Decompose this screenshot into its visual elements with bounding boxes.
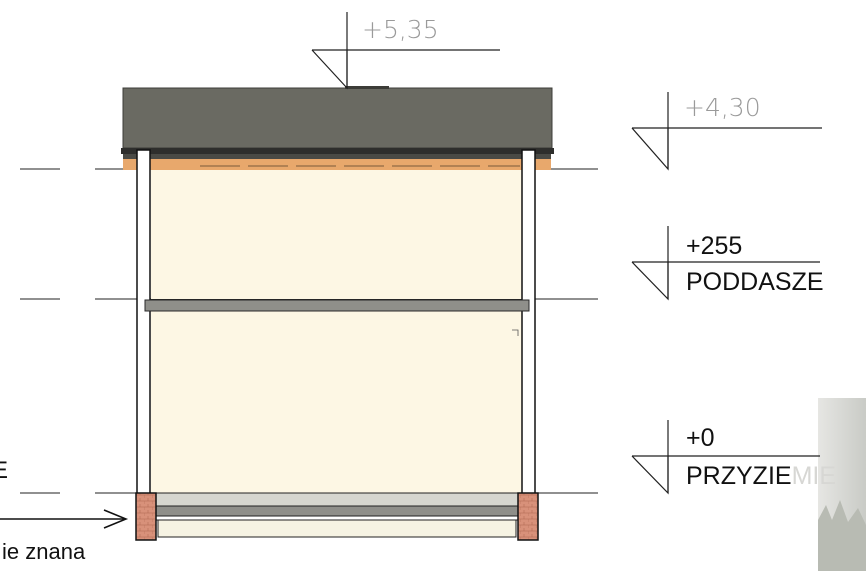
roof-fascia: [121, 148, 554, 154]
floor-base: [157, 519, 517, 538]
left-cut-text: E: [0, 457, 8, 484]
ground-level-marker: [631, 420, 820, 495]
eaves-level-label: +4,30: [684, 93, 761, 122]
ground-floor-interior: [151, 310, 523, 493]
attic-level-marker: [631, 226, 820, 301]
eaves-level-marker: [631, 92, 822, 171]
wall-right: [521, 149, 536, 496]
foundation-arrow: [0, 509, 129, 529]
upper-floor-interior: [151, 168, 523, 299]
attic-level-value: +255: [686, 232, 742, 260]
background-photo-trees: [818, 500, 866, 571]
ridge-level-marker: [311, 12, 500, 90]
ground-level-value: +0: [686, 424, 715, 452]
floor-slab: [153, 505, 521, 517]
foundation-right: [517, 492, 539, 541]
door-mark: [512, 329, 519, 336]
ridge-level-label: +5,35: [362, 15, 439, 44]
foundation-left: [135, 492, 157, 541]
wall-left: [136, 149, 151, 496]
eaves-plate: [123, 154, 551, 159]
roof-ridge-cap: [345, 86, 389, 89]
ground-level-name: PRZYZIEMIE: [686, 462, 836, 490]
attic-slab: [144, 299, 530, 312]
floor-sub: [153, 515, 521, 521]
foundation-note: ie znana: [2, 539, 86, 564]
attic-level-name: PODDASZE: [686, 268, 824, 296]
floor-finish: [153, 492, 521, 507]
roof: [122, 87, 553, 149]
